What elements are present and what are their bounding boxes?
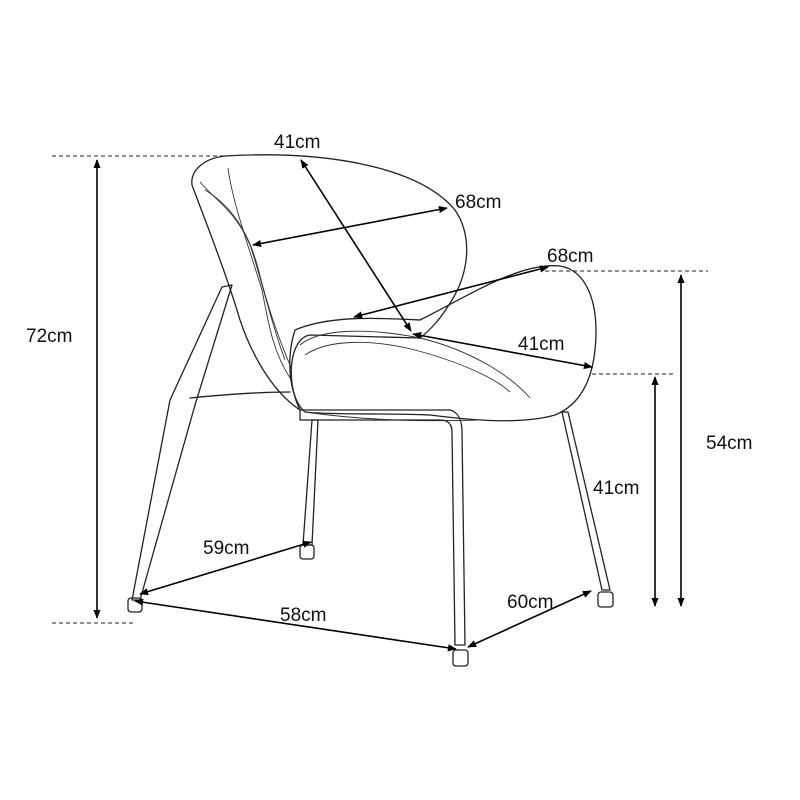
backrest-piping-2 — [204, 189, 293, 371]
label-seat-height: 41cm — [593, 478, 639, 499]
foot-front-left — [452, 649, 469, 667]
back-left-leg-brace — [189, 391, 291, 399]
arrow-front-width — [134, 598, 457, 652]
dimension-labels: 41cm 68cm 68cm 41cm 72cm 54cm 41cm 59cm … — [26, 132, 752, 626]
label-front-width: 58cm — [280, 605, 326, 626]
label-seat-width: 68cm — [547, 246, 593, 267]
arrow-backrest-depth — [300, 159, 412, 332]
back-right-leg — [302, 419, 319, 546]
front-right-leg — [561, 411, 611, 591]
seat-piping — [299, 330, 531, 399]
label-total-height: 72cm — [26, 326, 72, 347]
seat-piping-2 — [304, 341, 511, 393]
guide-lines — [52, 155, 708, 624]
arrow-base-depth — [467, 590, 592, 648]
arrow-backrest-width — [252, 205, 448, 248]
dimension-arrows — [93, 159, 685, 652]
foot-back-right — [299, 544, 315, 560]
chair-illustration — [127, 154, 614, 667]
label-backrest-width: 68cm — [455, 192, 501, 213]
arrow-seat-width — [353, 265, 549, 319]
label-side-depth: 59cm — [203, 538, 249, 559]
label-seat-depth: 41cm — [518, 334, 564, 355]
label-arm-height: 54cm — [706, 433, 752, 454]
arrow-seat-depth — [412, 331, 593, 370]
backrest-piping — [199, 181, 286, 361]
backrest-inner-edge — [227, 167, 291, 379]
arrow-side-depth — [139, 540, 312, 596]
label-backrest-depth: 41cm — [274, 132, 320, 153]
backrest-shell — [191, 154, 468, 411]
foot-front-right — [597, 591, 614, 608]
label-base-depth: 60cm — [507, 592, 553, 613]
